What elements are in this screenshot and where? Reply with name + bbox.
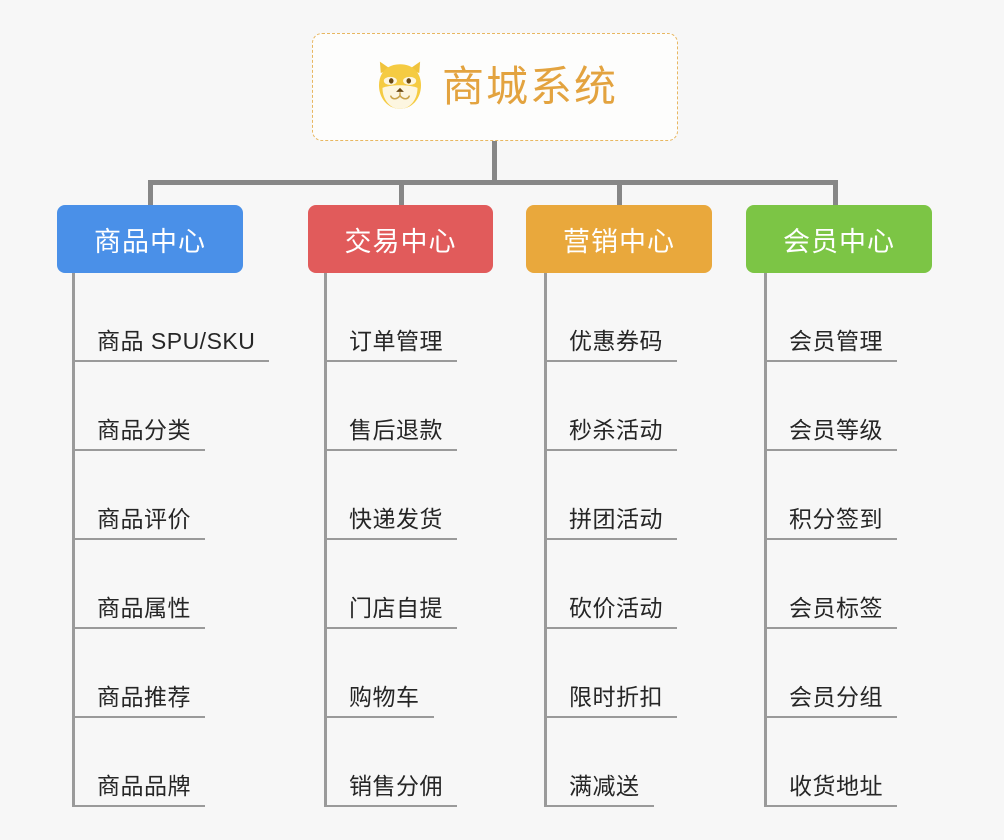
leaf-label: 收货地址 [767, 773, 897, 807]
list-item[interactable]: 会员标签 [767, 540, 984, 629]
leaf-list-product: 商品 SPU/SKU 商品分类 商品评价 商品属性 商品推荐 商品品牌 [72, 273, 292, 807]
list-item[interactable]: 优惠券码 [547, 273, 764, 362]
leaf-label: 商品推荐 [75, 684, 205, 718]
list-item[interactable]: 会员分组 [767, 629, 984, 718]
shiba-dog-face-icon [372, 59, 428, 115]
category-column-member: 会员中心 会员管理 会员等级 积分签到 会员标签 会员分组 收货地址 [746, 205, 984, 807]
category-column-trade: 交易中心 订单管理 售后退款 快递发货 门店自提 购物车 销售分佣 [308, 205, 544, 807]
root-node[interactable]: 商城系统 [312, 33, 678, 141]
leaf-label: 满减送 [547, 773, 654, 807]
leaf-label: 快递发货 [327, 506, 457, 540]
connector-root-stem [492, 141, 497, 182]
leaf-label: 商品评价 [75, 506, 205, 540]
leaf-label: 销售分佣 [327, 773, 457, 807]
leaf-label: 会员标签 [767, 595, 897, 629]
list-item[interactable]: 购物车 [327, 629, 544, 718]
connector-drop-4 [833, 180, 838, 207]
list-item[interactable]: 商品属性 [75, 540, 292, 629]
leaf-label: 拼团活动 [547, 506, 677, 540]
category-column-product: 商品中心 商品 SPU/SKU 商品分类 商品评价 商品属性 商品推荐 商品品牌 [57, 205, 292, 807]
list-item[interactable]: 订单管理 [327, 273, 544, 362]
leaf-label: 积分签到 [767, 506, 897, 540]
leaf-list-trade: 订单管理 售后退款 快递发货 门店自提 购物车 销售分佣 [324, 273, 544, 807]
leaf-list-marketing: 优惠券码 秒杀活动 拼团活动 砍价活动 限时折扣 满减送 [544, 273, 764, 807]
leaf-label: 售后退款 [327, 417, 457, 451]
category-label: 营销中心 [563, 226, 675, 257]
list-item[interactable]: 销售分佣 [327, 718, 544, 807]
leaf-label: 会员管理 [767, 328, 897, 362]
list-item[interactable]: 积分签到 [767, 451, 984, 540]
leaf-label: 商品分类 [75, 417, 205, 451]
leaf-label: 秒杀活动 [547, 417, 677, 451]
category-label: 会员中心 [783, 226, 895, 257]
list-item[interactable]: 门店自提 [327, 540, 544, 629]
leaf-label: 优惠券码 [547, 328, 677, 362]
category-header-marketing[interactable]: 营销中心 [526, 205, 712, 273]
category-column-marketing: 营销中心 优惠券码 秒杀活动 拼团活动 砍价活动 限时折扣 满减送 [526, 205, 764, 807]
leaf-label: 会员等级 [767, 417, 897, 451]
connector-bus [149, 180, 837, 185]
list-item[interactable]: 商品推荐 [75, 629, 292, 718]
list-item[interactable]: 会员管理 [767, 273, 984, 362]
leaf-label: 门店自提 [327, 595, 457, 629]
list-item[interactable]: 满减送 [547, 718, 764, 807]
connector-drop-3 [617, 180, 622, 207]
root-title: 商城系统 [441, 63, 618, 110]
list-item[interactable]: 商品品牌 [75, 718, 292, 807]
leaf-label: 砍价活动 [547, 595, 677, 629]
category-label: 商品中心 [94, 226, 206, 257]
list-item[interactable]: 限时折扣 [547, 629, 764, 718]
list-item[interactable]: 秒杀活动 [547, 362, 764, 451]
connector-drop-2 [399, 180, 404, 207]
list-item[interactable]: 收货地址 [767, 718, 984, 807]
leaf-label: 会员分组 [767, 684, 897, 718]
list-item[interactable]: 售后退款 [327, 362, 544, 451]
list-item[interactable]: 拼团活动 [547, 451, 764, 540]
category-label: 交易中心 [344, 226, 457, 257]
list-item[interactable]: 快递发货 [327, 451, 544, 540]
list-item[interactable]: 砍价活动 [547, 540, 764, 629]
list-item[interactable]: 商品分类 [75, 362, 292, 451]
category-header-member[interactable]: 会员中心 [746, 205, 932, 273]
leaf-label: 商品 SPU/SKU [75, 328, 270, 362]
leaf-label: 订单管理 [327, 328, 457, 362]
leaf-list-member: 会员管理 会员等级 积分签到 会员标签 会员分组 收货地址 [764, 273, 984, 807]
leaf-label: 商品品牌 [75, 773, 205, 807]
leaf-label: 购物车 [327, 684, 434, 718]
category-header-product[interactable]: 商品中心 [57, 205, 243, 273]
leaf-label: 限时折扣 [547, 684, 677, 718]
list-item[interactable]: 会员等级 [767, 362, 984, 451]
leaf-label: 商品属性 [75, 595, 205, 629]
category-header-trade[interactable]: 交易中心 [308, 205, 493, 273]
connector-drop-1 [148, 180, 153, 207]
list-item[interactable]: 商品评价 [75, 451, 292, 540]
list-item[interactable]: 商品 SPU/SKU [75, 273, 292, 362]
